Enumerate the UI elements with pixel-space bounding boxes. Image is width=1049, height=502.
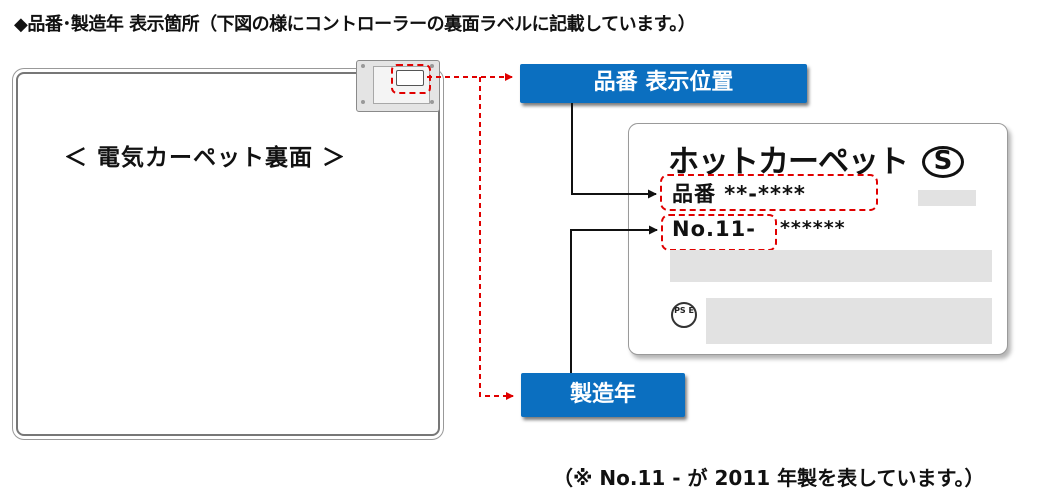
carpet-back-title: ＜ 電気カーペット裏面 ＞ xyxy=(64,145,347,171)
model-position-callout: 品番 表示位置 xyxy=(520,64,807,103)
model-highlight-box xyxy=(660,174,878,211)
red-dashed-connector xyxy=(479,77,514,400)
year-pointer-line xyxy=(570,225,658,373)
label-serial-prefix: No.11- xyxy=(672,217,756,241)
carpet-back-panel xyxy=(16,72,440,436)
label-serial-rest: ****** xyxy=(780,217,846,239)
controller-screw xyxy=(430,100,434,104)
controller-screw xyxy=(430,64,434,68)
label-gray-field xyxy=(670,250,992,282)
controller-screw xyxy=(361,100,365,104)
manufacture-year-callout: 製造年 xyxy=(521,373,685,417)
s-mark-icon: S xyxy=(922,146,964,178)
label-model-line: 品番 **-**** xyxy=(672,182,806,206)
label-gray-field xyxy=(706,298,992,344)
label-gray-field xyxy=(918,190,976,206)
controller-screw xyxy=(361,64,365,68)
pse-mark-icon: PS E xyxy=(671,302,697,328)
controller-label-slot xyxy=(396,70,424,86)
model-pointer-line xyxy=(571,103,657,199)
controller-highlight-box xyxy=(391,64,431,94)
page-heading: ◆品番･製造年 表示箇所（下図の様にコントローラーの裏面ラベルに記載しています。… xyxy=(14,14,696,35)
footnote: （※ No.11 - が 2011 年製を表しています。） xyxy=(553,466,985,490)
